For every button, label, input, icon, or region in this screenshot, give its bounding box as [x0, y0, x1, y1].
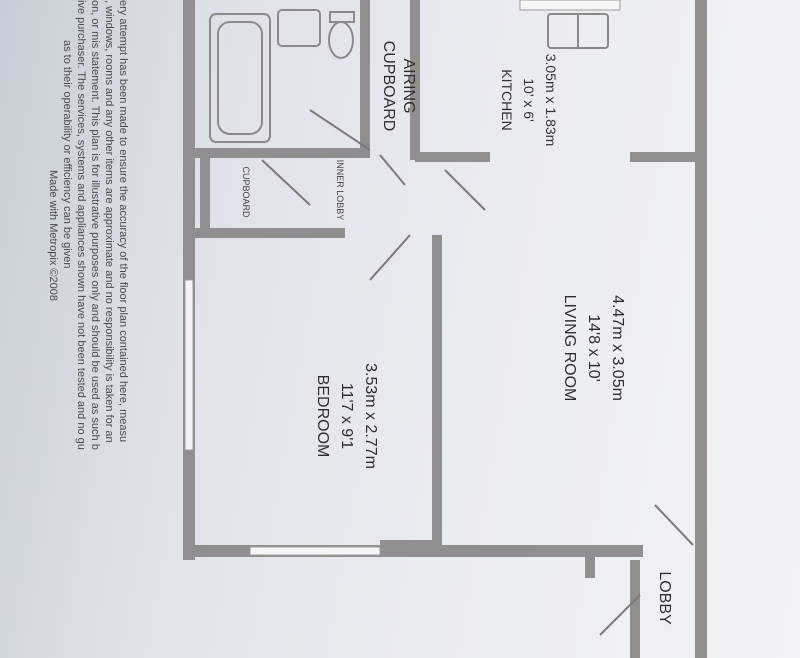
kitchen-label: KITCHEN 10' x 6' 3.05m x 1.83m: [499, 54, 559, 147]
door-bedroom: [369, 234, 411, 281]
cupboard-name: CUPBOARD: [241, 166, 251, 218]
wall-lobby-left: [630, 560, 640, 658]
living-metric: 4.47m x 3.05m: [609, 295, 626, 401]
interior-walls: [195, 0, 695, 555]
disclaimer: ery attempt has been made to ensure the …: [47, 0, 129, 450]
wall-bath-right: [360, 0, 370, 158]
wall-kitchen-bottom-a: [415, 152, 490, 162]
airing-line1: AIRING: [400, 58, 417, 113]
bedroom-name: BEDROOM: [314, 375, 331, 458]
living-label: LIVING ROOM 14'8 x 10' 4.47m x 3.05m: [561, 295, 626, 402]
wall-airing-right: [410, 0, 420, 160]
windows: [184, 0, 621, 556]
wall-lobby-stub: [585, 548, 595, 578]
disclaimer-line-4: ive purchaser. The services, systems and…: [75, 0, 87, 450]
door-airing: [379, 154, 406, 186]
wall-bedroom-right: [432, 235, 442, 555]
wall-bath-bottom: [195, 148, 370, 158]
window-bedroom-bottom: [249, 546, 381, 556]
bedroom-metric: 3.53m x 2.77m: [362, 363, 379, 469]
kitchen-metric: 3.05m x 1.83m: [543, 54, 559, 147]
door-lobby-inner: [654, 504, 694, 546]
inner-lobby-name: INNER LOBBY: [335, 160, 345, 221]
disclaimer-line-6: Made with Metropix ©2008: [47, 170, 59, 301]
basin-icon: [277, 9, 321, 47]
kitchen-fixtures: [547, 13, 609, 49]
disclaimer-line-3: on, or mis statement. This plan is for i…: [89, 0, 101, 450]
cupboard-label: CUPBOARD: [241, 166, 251, 218]
wall-right: [695, 0, 707, 658]
disclaimer-line-2: , windows, rooms and any other items are…: [103, 0, 115, 443]
wall-kitchen-bottom-b: [630, 152, 695, 162]
toilet-icon: [328, 21, 354, 59]
door-entrance: [599, 594, 641, 636]
kitchen-name: KITCHEN: [499, 69, 515, 130]
kitchen-imperial: 10' x 6': [521, 78, 537, 121]
door-swings: [261, 109, 694, 636]
door-kitchen: [444, 169, 486, 211]
disclaimer-line-5: as to their operability or efficiency ca…: [61, 40, 73, 268]
wall-bedroom-top: [195, 228, 345, 238]
inner-lobby-label: INNER LOBBY: [335, 160, 345, 221]
toilet-cistern-icon: [329, 11, 355, 23]
door-cupboard: [261, 159, 311, 206]
airing-label: AIRING CUPBOARD: [380, 41, 417, 132]
wall-cupboard-left: [200, 155, 210, 235]
window-kitchen: [519, 0, 621, 11]
disclaimer-line-1: ery attempt has been made to ensure the …: [117, 0, 129, 442]
bath-inner-icon: [217, 21, 263, 135]
living-name: LIVING ROOM: [561, 295, 578, 402]
living-imperial: 14'8 x 10': [585, 314, 602, 382]
airing-line2: CUPBOARD: [380, 41, 397, 132]
window-bedroom: [184, 279, 194, 451]
bedroom-imperial: 11'7 x 9'1: [338, 383, 355, 449]
bath-icon: [209, 13, 271, 143]
bedroom-label: BEDROOM 11'7 x 9'1 3.53m x 2.77m: [314, 363, 379, 469]
lobby-label: LOBBY: [656, 571, 673, 625]
wall-bedroom-stub: [380, 540, 440, 550]
lobby-name: LOBBY: [656, 571, 673, 625]
door-bathroom: [309, 109, 371, 151]
bathroom-fixtures: [209, 9, 355, 143]
